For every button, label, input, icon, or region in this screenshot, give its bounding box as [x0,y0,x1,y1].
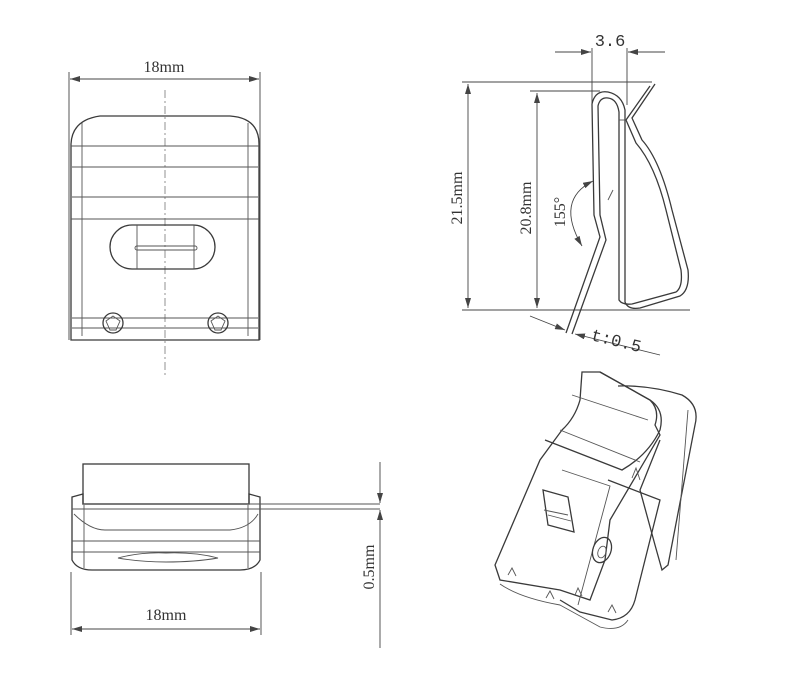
thickness-label: t:0.5 [589,327,643,358]
isometric-view [494,371,697,629]
gap-label: 0.5mm [361,544,378,589]
inner-height-label: 20.8mm [518,181,535,234]
side-view: 3.6 21.5mm 20.8mm 155° t:0.5 [449,33,690,358]
front-width-label: 18mm [144,59,185,76]
angle-label: 155° [552,197,569,227]
top-width-label: 3.6 [595,33,626,52]
bottom-view: 18mm 0.5mm [70,462,383,648]
overall-height-label: 21.5mm [449,171,466,224]
bottom-width-label: 18mm [146,607,187,624]
front-view: 18mm [68,59,261,378]
